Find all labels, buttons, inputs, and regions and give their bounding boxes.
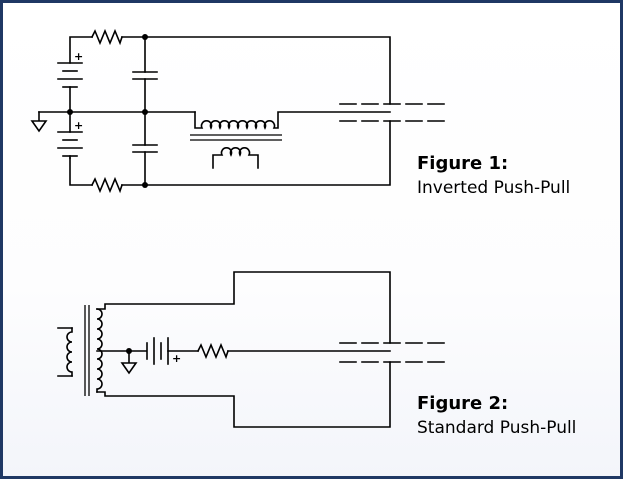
- battery-plus-label: +: [74, 50, 83, 63]
- figure-1-caption: Figure 1: Inverted Push-Pull: [417, 152, 570, 200]
- ground-icon: [30, 111, 48, 133]
- resistor-icon: [90, 176, 124, 194]
- capacitor-icon: [132, 36, 158, 113]
- primary-lead-wire: [57, 327, 73, 377]
- capacitor-icon: [132, 111, 158, 186]
- bottom-rail-wire: [69, 120, 391, 186]
- battery-icon: +: [57, 111, 83, 159]
- junction-dot: [142, 34, 148, 40]
- figure-1-subtitle: Inverted Push-Pull: [417, 178, 571, 198]
- figure-2-subtitle: Standard Push-Pull: [417, 418, 577, 438]
- top-rail-wire: [69, 36, 391, 105]
- resistor-icon: [90, 28, 124, 46]
- junction-dot: [142, 182, 148, 188]
- battery-icon: +: [57, 50, 83, 113]
- battery-plus-label: +: [172, 352, 181, 365]
- resistor-icon: [196, 342, 230, 360]
- antenna-plates-icon: [339, 103, 445, 122]
- lower-loop-wire: [96, 361, 391, 428]
- figure-2-circuit: +: [57, 271, 445, 428]
- battery-plus-label: +: [74, 119, 83, 132]
- inductor-icon: [66, 327, 73, 377]
- junction-dot: [67, 109, 73, 115]
- upper-loop-wire: [96, 271, 391, 344]
- figure-2-caption: Figure 2: Standard Push-Pull: [417, 392, 576, 440]
- inductor-icon: [190, 111, 391, 169]
- antenna-plates-icon: [339, 342, 445, 363]
- circuit-diagrams: + +: [30, 28, 445, 428]
- inductor-icon: [96, 308, 103, 393]
- figure-1-circuit: + +: [30, 28, 445, 194]
- figure-2-title: Figure 2:: [417, 393, 509, 414]
- figure-1-title: Figure 1:: [417, 153, 509, 174]
- junction-dot: [142, 109, 148, 115]
- ground-icon: [120, 350, 138, 375]
- transformer-core: [84, 305, 90, 396]
